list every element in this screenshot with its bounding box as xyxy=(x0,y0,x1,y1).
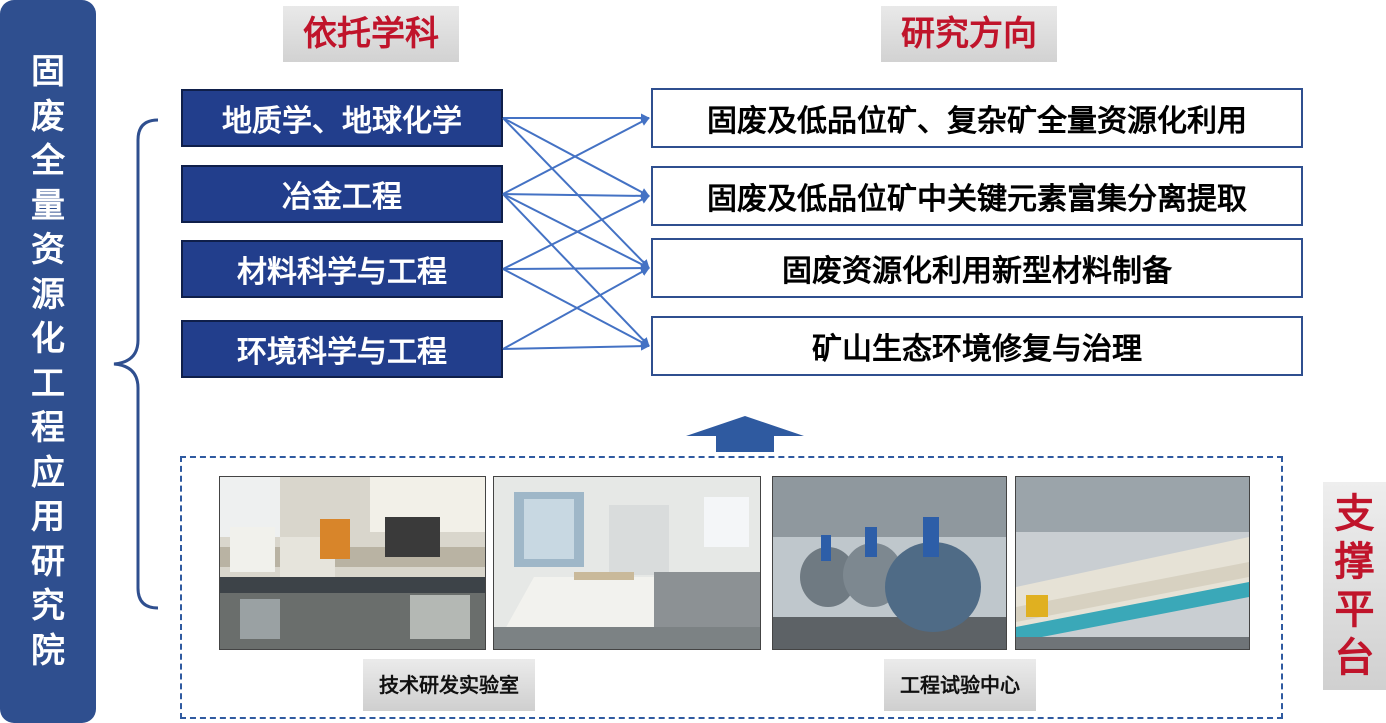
left-curly-brace-icon xyxy=(113,118,159,610)
left-title-bar: 固 废 全 量 资 源 化 工 程 应 用 研 究 院 xyxy=(0,0,96,723)
direction-label: 矿山生态环境修复与治理 xyxy=(812,332,1142,367)
discipline-box-materials: 材料科学与工程 xyxy=(181,240,503,298)
platform-label-char: 平 xyxy=(1334,587,1375,633)
direction-label: 固废及低品位矿中关键元素富集分离提取 xyxy=(707,182,1247,217)
connector-line xyxy=(502,195,650,270)
left-title-char: 工 xyxy=(31,363,65,404)
connector-line xyxy=(502,117,650,195)
discipline-box-environment: 环境科学与工程 xyxy=(181,320,503,378)
left-title-char: 源 xyxy=(31,274,65,315)
left-title-char: 用 xyxy=(31,497,65,537)
up-block-arrow-icon xyxy=(686,416,804,452)
lab-caption: 技术研发实验室 xyxy=(363,659,535,711)
platform-dashed-frame xyxy=(180,456,1283,719)
platform-label-char: 支 xyxy=(1334,491,1375,537)
discipline-label: 材料科学与工程 xyxy=(237,255,447,290)
direction-label: 固废及低品位矿、复杂矿全量资源化利用 xyxy=(707,104,1247,139)
left-title-char: 全 xyxy=(31,141,65,181)
left-title-char: 程 xyxy=(31,408,65,448)
connector-line xyxy=(502,263,650,273)
direction-box-full-utilization: 固废及低品位矿、复杂矿全量资源化利用 xyxy=(651,88,1303,148)
connector-line xyxy=(502,193,650,269)
connector-line xyxy=(502,191,650,201)
direction-box-element-extraction: 固废及低品位矿中关键元素富集分离提取 xyxy=(651,166,1303,226)
directions-header: 研究方向 xyxy=(881,6,1057,62)
left-title-char: 化 xyxy=(31,319,65,359)
discipline-box-metallurgy: 冶金工程 xyxy=(181,165,503,223)
left-title-char: 院 xyxy=(31,630,65,671)
left-title-char: 量 xyxy=(31,185,65,226)
direction-box-new-materials: 固废资源化利用新型材料制备 xyxy=(651,238,1303,298)
left-title-char: 研 xyxy=(31,541,65,582)
discipline-label: 地质学、地球化学 xyxy=(222,104,462,139)
lab-equipment-photo xyxy=(219,476,486,650)
connector-line xyxy=(502,267,650,350)
direction-label: 固废资源化利用新型材料制备 xyxy=(782,254,1172,289)
left-title-char: 究 xyxy=(31,586,65,626)
filter-press-photo xyxy=(1015,476,1250,650)
left-title-char: 废 xyxy=(31,96,65,137)
left-title-char: 固 xyxy=(31,52,65,92)
center-caption: 工程试验中心 xyxy=(884,659,1036,711)
discipline-label: 环境科学与工程 xyxy=(237,335,447,370)
left-title-char: 应 xyxy=(31,452,65,493)
connector-line xyxy=(502,117,650,269)
platform-label-char: 台 xyxy=(1334,635,1375,681)
left-title-char: 资 xyxy=(31,230,65,270)
reactor-vessels-photo xyxy=(772,476,1007,650)
connector-line xyxy=(502,193,650,347)
direction-box-ecological-restoration: 矿山生态环境修复与治理 xyxy=(651,316,1303,376)
discipline-box-geology: 地质学、地球化学 xyxy=(181,89,503,147)
disciplines-header: 依托学科 xyxy=(283,6,459,62)
connector-line xyxy=(502,341,650,351)
lab-bench-photo xyxy=(493,476,761,650)
platform-label-char: 撑 xyxy=(1334,539,1375,585)
discipline-label: 冶金工程 xyxy=(282,180,402,215)
platform-label: 支 撑 平 台 xyxy=(1323,482,1386,690)
